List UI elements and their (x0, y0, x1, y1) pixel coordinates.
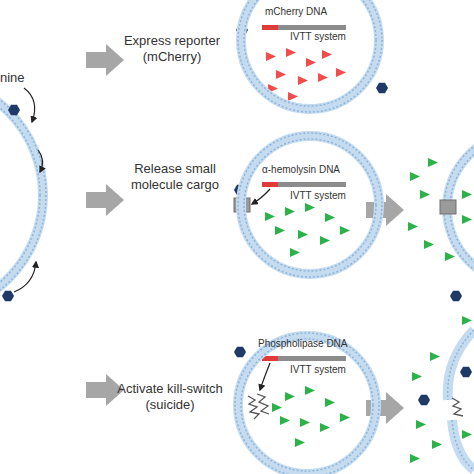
expression-arrow (260, 363, 270, 390)
dna-label: α-hemolysin DNA (262, 164, 340, 176)
process-arrow (86, 44, 124, 76)
small-molecule (8, 105, 20, 115)
dna-bar (278, 356, 346, 361)
phospholipase-enzyme (248, 394, 269, 419)
process-arrow (86, 184, 124, 216)
dna-bar (262, 25, 278, 30)
vesicle-outline (232, 330, 382, 474)
small-molecule (460, 367, 472, 377)
cargo-molecule (410, 316, 472, 463)
system-label: IVTT system (290, 190, 346, 202)
cargo-molecule (272, 386, 350, 447)
vesicle: mCherry DNA IVTT system (235, 0, 385, 115)
cargo-molecule (265, 203, 350, 257)
dna-bar (278, 182, 346, 187)
leader-arrow (24, 88, 35, 122)
dna-bar (262, 182, 278, 187)
pore (440, 200, 456, 214)
step-label: Release small molecule cargo (125, 161, 225, 193)
dna-label: Phospholipase DNA (258, 338, 348, 350)
small-molecule (2, 291, 14, 301)
vesicle-membrane (0, 74, 46, 316)
leader-arrow (38, 150, 43, 172)
molecule-label: nine (0, 70, 40, 86)
step-label: Express reporter (mCherry) (117, 33, 227, 65)
dna-bar (278, 25, 346, 30)
step-label: Activate kill-switch (suicide) (105, 381, 235, 413)
vesicle: Phospholipase DNA IVTT system (232, 330, 382, 474)
system-label: IVTT system (290, 31, 346, 43)
vesicle: α-hemolysin DNA IVTT system (235, 130, 385, 280)
vesicle-outline (235, 0, 385, 115)
small-molecule (418, 395, 430, 405)
membrane-fragment (448, 330, 474, 470)
process-arrow (366, 194, 404, 226)
leader-arrow (14, 262, 36, 292)
phospholipase-enzyme (452, 398, 463, 416)
system-label: IVTT system (290, 364, 346, 376)
cargo-molecule (408, 158, 472, 261)
small-molecule (234, 347, 246, 357)
dna-label: mCherry DNA (265, 6, 327, 18)
small-molecule (450, 291, 462, 301)
reporter-protein (266, 48, 346, 101)
expression-arrow (252, 189, 270, 204)
small-molecule (376, 83, 388, 93)
vesicle-outline (235, 130, 385, 280)
